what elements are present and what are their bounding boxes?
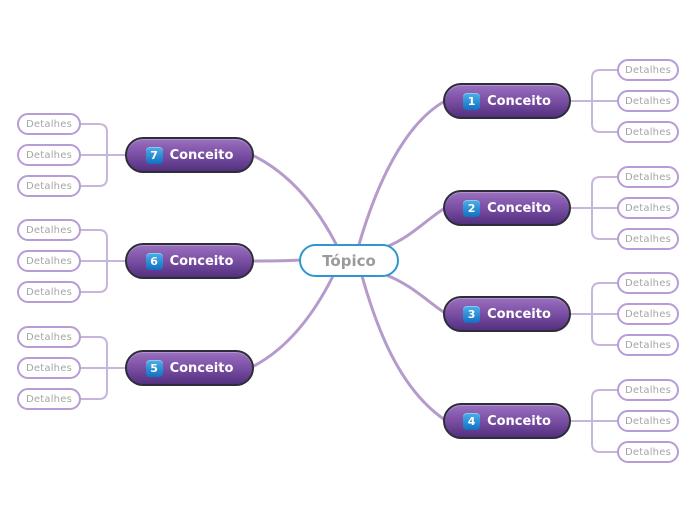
connector-branch1-details bbox=[591, 100, 618, 133]
connector-center-branch-1 bbox=[356, 99, 447, 250]
connector-center-branch-5 bbox=[250, 274, 335, 369]
branch-node-1[interactable]: 1 Conceito bbox=[443, 83, 571, 119]
branch-label: Conceito bbox=[487, 306, 551, 322]
branch-node-7[interactable]: 7 Conceito bbox=[125, 137, 254, 173]
branch-number-badge: 2 bbox=[463, 199, 481, 217]
connector-branch6-details bbox=[80, 260, 108, 293]
detail-node[interactable]: Detalhes bbox=[617, 334, 679, 356]
connector-center-branch-7 bbox=[250, 153, 340, 250]
branch-node-3[interactable]: 3 Conceito bbox=[443, 296, 571, 332]
detail-node[interactable]: Detalhes bbox=[617, 90, 679, 112]
branch-label: Conceito bbox=[169, 147, 234, 163]
detail-node[interactable]: Detalhes bbox=[617, 410, 679, 432]
connector-center-branch-2 bbox=[384, 206, 447, 249]
branch-label: Conceito bbox=[487, 413, 551, 429]
detail-node[interactable]: Detalhes bbox=[17, 281, 81, 303]
detail-node[interactable]: Detalhes bbox=[617, 441, 679, 463]
detail-node[interactable]: Detalhes bbox=[17, 388, 81, 410]
branch-number-badge: 5 bbox=[145, 359, 163, 377]
connector-branch5-details bbox=[80, 367, 108, 400]
connector-branch4-details bbox=[591, 389, 618, 422]
detail-node[interactable]: Detalhes bbox=[617, 197, 679, 219]
connector-branch7-details bbox=[80, 154, 108, 187]
branch-number-badge: 3 bbox=[463, 305, 481, 323]
connector-branch7-details bbox=[80, 123, 108, 156]
connector-branch2-details bbox=[591, 207, 618, 240]
branch-node-6[interactable]: 6 Conceito bbox=[125, 243, 254, 279]
connector-branch2-details bbox=[591, 176, 618, 209]
detail-node[interactable]: Detalhes bbox=[617, 166, 679, 188]
branch-number-badge: 7 bbox=[145, 146, 163, 164]
branch-number-badge: 4 bbox=[463, 412, 481, 430]
detail-node[interactable]: Detalhes bbox=[17, 219, 81, 241]
detail-node[interactable]: Detalhes bbox=[617, 228, 679, 250]
connector-center-branch-4 bbox=[360, 274, 447, 422]
connector-branch4-details bbox=[591, 420, 618, 453]
connector-branch3-details bbox=[591, 282, 618, 315]
detail-node[interactable]: Detalhes bbox=[17, 357, 81, 379]
detail-node[interactable]: Detalhes bbox=[17, 326, 81, 348]
detail-node[interactable]: Detalhes bbox=[17, 250, 81, 272]
detail-node[interactable]: Detalhes bbox=[17, 113, 81, 135]
connector-branch3-details bbox=[591, 313, 618, 346]
detail-node[interactable]: Detalhes bbox=[617, 272, 679, 294]
detail-node[interactable]: Detalhes bbox=[617, 121, 679, 143]
central-topic-label: Tópico bbox=[322, 251, 376, 270]
branch-node-4[interactable]: 4 Conceito bbox=[443, 403, 571, 439]
branch-number-badge: 6 bbox=[145, 252, 163, 270]
branch-label: Conceito bbox=[487, 93, 551, 109]
branch-number-badge: 1 bbox=[463, 92, 481, 110]
detail-node[interactable]: Detalhes bbox=[617, 303, 679, 325]
central-topic-node[interactable]: Tópico bbox=[299, 244, 399, 277]
connector-branch1-details bbox=[591, 69, 618, 102]
branch-label: Conceito bbox=[169, 253, 234, 269]
connector-center-branch-6 bbox=[251, 258, 303, 263]
branch-node-2[interactable]: 2 Conceito bbox=[443, 190, 571, 226]
branch-label: Conceito bbox=[487, 200, 551, 216]
connector-branch5-details bbox=[80, 336, 108, 369]
branch-node-5[interactable]: 5 Conceito bbox=[125, 350, 254, 386]
detail-node[interactable]: Detalhes bbox=[617, 59, 679, 81]
connector-center-branch-3 bbox=[384, 273, 447, 315]
detail-node[interactable]: Detalhes bbox=[617, 379, 679, 401]
branch-label: Conceito bbox=[169, 360, 234, 376]
detail-node[interactable]: Detalhes bbox=[17, 144, 81, 166]
detail-node[interactable]: Detalhes bbox=[17, 175, 81, 197]
connector-branch6-details bbox=[80, 229, 108, 262]
